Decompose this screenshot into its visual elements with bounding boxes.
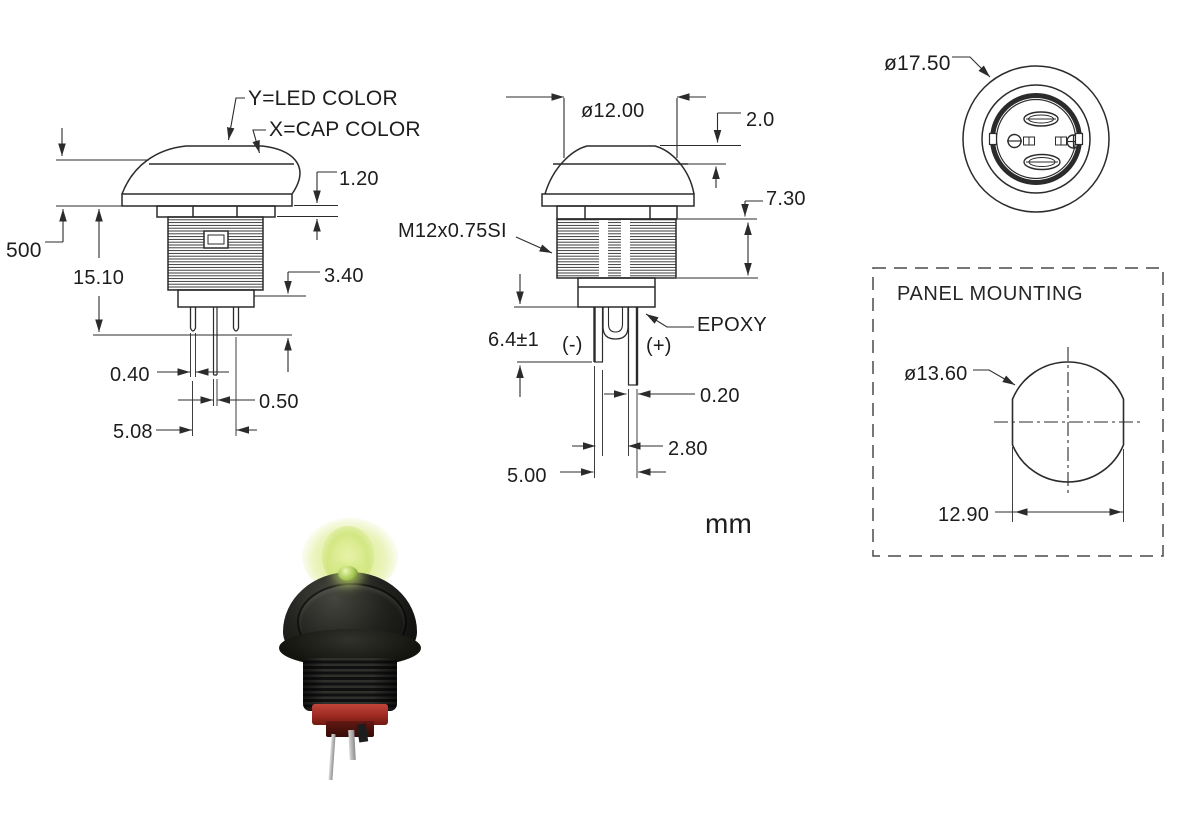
epoxy-callout: EPOXY [697,314,767,336]
front-epoxy-channel [602,307,629,340]
bottom-key-right [1074,132,1084,146]
bottom-view-drawing [952,56,1110,213]
dim-body-height: 15.10 [73,267,125,289]
dim-flange-step: 1.20 [339,168,379,190]
front-threaded-body [556,218,677,279]
front-view-dimensions [506,93,763,476]
front-neck [577,277,656,308]
side-pin-left [189,307,197,332]
bottom-slot-bottom [1023,153,1061,171]
cap-color-callout: X=CAP COLOR [269,118,421,141]
hole-diameter-leader [973,369,1016,386]
epoxy-leader [645,313,694,328]
front-cap-flange [541,193,695,207]
led-color-leader [226,97,245,141]
dim-terminal-gap: 2.80 [668,438,708,460]
side-collar [156,205,276,218]
side-cap-flange [121,193,293,207]
unit-label: mm [705,508,753,539]
side-threaded-body [167,216,264,291]
dim-pin-thickness: 0.40 [110,364,150,386]
side-lower-body [177,289,255,308]
photo-pin-left [328,733,336,781]
dim-pin-spacing: 5.08 [113,421,153,443]
dim-cap-top-height: 2.0 [746,109,775,131]
negative-terminal-label: (-) [562,334,583,356]
dim-hole-diameter: ø13.60 [904,363,968,385]
panel-mounting-title: PANEL MOUNTING [897,283,1084,305]
panel-mounting-border [872,267,1164,557]
dim-force: 500 [6,239,42,262]
photo-led [338,566,358,581]
dim-terminal-span: 5.00 [507,465,547,487]
positive-terminal-label: (+) [646,335,672,357]
front-cap-dome [544,145,695,195]
photo-red-base [312,704,388,725]
panel-hole [1011,361,1125,483]
side-pin-right [232,307,240,332]
dim-led-pin-thickness: 0.50 [259,391,299,413]
thread-spec-callout: M12x0.75SI [398,220,507,242]
dim-thread-length: 7.30 [766,188,806,210]
dim-base-height: 3.40 [324,265,364,287]
led-color-callout: Y=LED COLOR [248,87,398,110]
side-view-dimensions [45,97,338,434]
dim-across-flats: 12.90 [938,504,990,526]
front-collar [556,205,678,220]
bottom-slot-top [1023,111,1059,127]
bottom-outer-circle [962,65,1110,213]
dim-terminal-length: 6.4±1 [488,329,539,351]
dim-terminal-thickness: 0.20 [700,385,740,407]
dim-outer-diameter: ø17.50 [884,52,951,75]
panel-mounting-drawing [872,267,1164,557]
side-pin-center [212,307,218,376]
bottom-key-left [988,132,998,146]
dim-cap-diameter: ø12.00 [581,100,645,122]
product-photo [250,512,490,812]
outer-diameter-leader [952,56,991,78]
thread-spec-leader [515,236,553,254]
side-view-drawing [121,145,301,436]
side-cap-dome [121,145,301,195]
photo-threaded-bushing [303,658,397,711]
cap-color-leader [252,129,266,154]
front-view-drawing [541,145,695,478]
